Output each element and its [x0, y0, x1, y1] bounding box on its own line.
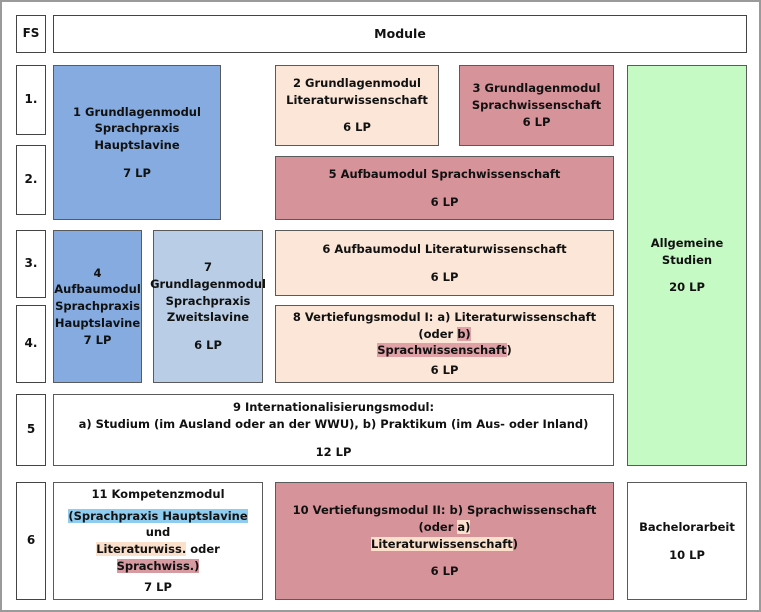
- module-7-grundlagenmodul-sprachpraxis-zweitslavine: 7 Grundlagenmodul Sprachpraxis Zweitslav…: [150, 230, 266, 383]
- module-1-line2: Hauptslavine: [94, 138, 180, 152]
- semester-label-5: 5: [26, 422, 36, 437]
- semester-label-2: 2.: [24, 172, 38, 187]
- module-3-line2: Sprachwissenschaft: [471, 98, 602, 113]
- module-11-credits: 7 LP: [144, 580, 172, 595]
- module-5-line1: 5 Aufbaumodul Sprachwissenschaft: [328, 166, 561, 181]
- module-9-internationalisierungsmodul: 9 Internationalisierungsmodul: a) Studiu…: [53, 394, 614, 466]
- allgemeine-studien-block: Allgemeine Studien 20 LP: [627, 65, 747, 466]
- module-9-line1: 9 Internationalisierungsmodul:: [232, 400, 435, 415]
- module-1-line1: 1 Grundlagenmodul Sprachpraxis: [73, 104, 201, 136]
- module-2-line1: 2 Grundlagenmodul: [293, 75, 421, 90]
- semester-label-4: 4.: [24, 336, 38, 351]
- semester-cell-5: 5: [16, 394, 46, 466]
- semester-label-3: 3.: [24, 256, 38, 271]
- module-8-part1: 8 Vertiefungsmodul I: a) Literaturwissen…: [292, 310, 597, 341]
- module-10-text: 10 Vertiefungsmodul II: b) Sprachwissens…: [281, 502, 608, 552]
- semester-cell-3: 3.: [16, 230, 46, 298]
- module-7-line2: Grundlagenmodul: [150, 276, 266, 291]
- module-8-part4: ): [506, 343, 512, 358]
- module-5-aufbaumodul-sprachwissenschaft: 5 Aufbaumodul Sprachwissenschaft 6 LP: [275, 156, 614, 220]
- module-7-line4: Zweitslavine: [166, 310, 250, 325]
- bachelorarbeit-block: Bachelorarbeit 10 LP: [627, 482, 747, 600]
- module-3-credits: 6 LP: [522, 114, 551, 129]
- module-5-credits: 6 LP: [430, 194, 459, 209]
- module-11-part4: oder: [186, 542, 220, 556]
- semester-label-6: 6: [26, 533, 36, 548]
- semester-cell-2: 2.: [16, 145, 46, 215]
- module-10-part2-highlight: a): [457, 519, 471, 534]
- semester-cell-6: 6: [16, 482, 46, 600]
- module-2-grundlagenmodul-literaturwissenschaft: 2 Grundlagenmodul Literaturwissenschaft …: [275, 65, 439, 146]
- module-4-line3: Hauptslavine: [54, 315, 141, 330]
- module-6-credits: 6 LP: [430, 269, 459, 284]
- module-7-credits: 6 LP: [194, 338, 222, 352]
- bachelorarbeit-credits: 10 LP: [669, 547, 705, 562]
- module-1-grundlagenmodul-sprachpraxis-hauptslavine: 1 Grundlagenmodul Sprachpraxis Hauptslav…: [53, 65, 221, 220]
- module-header-label: Module: [374, 25, 426, 41]
- allgemeine-studien-credits: 20 LP: [669, 280, 705, 295]
- module-8-part3-highlight: Sprachwissenschaft: [377, 343, 507, 358]
- module-11-part5-highlight: Sprachwiss.): [116, 558, 200, 573]
- module-10-part3-highlight: Literaturwissenschaft: [371, 536, 513, 551]
- module-8-credits: 6 LP: [430, 363, 459, 378]
- semester-header-label: FS: [22, 26, 40, 41]
- module-4-aufbaumodul-sprachpraxis-hauptslavine: 4 Aufbaumodul Sprachpraxis Hauptslavine …: [53, 230, 142, 383]
- module-11-part1-highlight: (Sprachpraxis Hauptslavine: [68, 508, 248, 523]
- semester-label-1: 1.: [24, 92, 38, 107]
- bachelorarbeit-label: Bachelorarbeit: [639, 519, 735, 534]
- allgemeine-studien-label: Allgemeine Studien: [650, 235, 724, 267]
- module-1-credits: 7 LP: [123, 165, 151, 180]
- module-4-line1: 4 Aufbaumodul: [54, 265, 141, 297]
- module-10-part1: 10 Vertiefungsmodul II: b) Sprachwissens…: [292, 503, 597, 534]
- module-8-part2-highlight: b): [457, 326, 471, 341]
- module-8-text: 8 Vertiefungsmodul I: a) Literaturwissen…: [281, 309, 608, 359]
- semester-cell-4: 4.: [16, 305, 46, 383]
- module-2-credits: 6 LP: [343, 120, 371, 135]
- module-3-grundlagenmodul-sprachwissenschaft: 3 Grundlagenmodul Sprachwissenschaft 6 L…: [459, 65, 614, 146]
- module-9-line2: a) Studium (im Ausland oder an der WWU),…: [78, 417, 589, 432]
- module-6-line1: 6 Aufbaumodul Literaturwissenschaft: [322, 241, 567, 256]
- module-7-line3: Sprachpraxis: [165, 293, 251, 308]
- semester-cell-1: 1.: [16, 65, 46, 135]
- module-11-part2: und: [145, 525, 171, 540]
- module-11-part3-highlight: Literaturwiss.: [96, 542, 187, 556]
- module-header-cell: Module: [53, 15, 747, 53]
- module-2-line2: Literaturwissenschaft: [286, 92, 428, 107]
- semester-header-cell: FS: [16, 15, 46, 53]
- module-10-vertiefungsmodul-ii: 10 Vertiefungsmodul II: b) Sprachwissens…: [275, 482, 614, 600]
- module-6-aufbaumodul-literaturwissenschaft: 6 Aufbaumodul Literaturwissenschaft 6 LP: [275, 230, 614, 296]
- module-11-text: (Sprachpraxis Hauptslavine und Literatur…: [59, 508, 257, 575]
- module-4-credits: 7 LP: [83, 332, 112, 347]
- module-11-kompetenzmodul: 11 Kompetenzmodul (Sprachpraxis Hauptsla…: [53, 482, 263, 600]
- module-10-credits: 6 LP: [430, 564, 459, 579]
- module-3-line1: 3 Grundlagenmodul: [472, 81, 601, 96]
- module-7-line1: 7: [203, 260, 212, 275]
- module-4-line2: Sprachpraxis: [55, 299, 140, 314]
- module-8-vertiefungsmodul-i: 8 Vertiefungsmodul I: a) Literaturwissen…: [275, 305, 614, 383]
- module-10-part4: ): [512, 536, 518, 551]
- module-9-credits: 12 LP: [315, 444, 352, 459]
- module-11-line1: 11 Kompetenzmodul: [91, 487, 225, 501]
